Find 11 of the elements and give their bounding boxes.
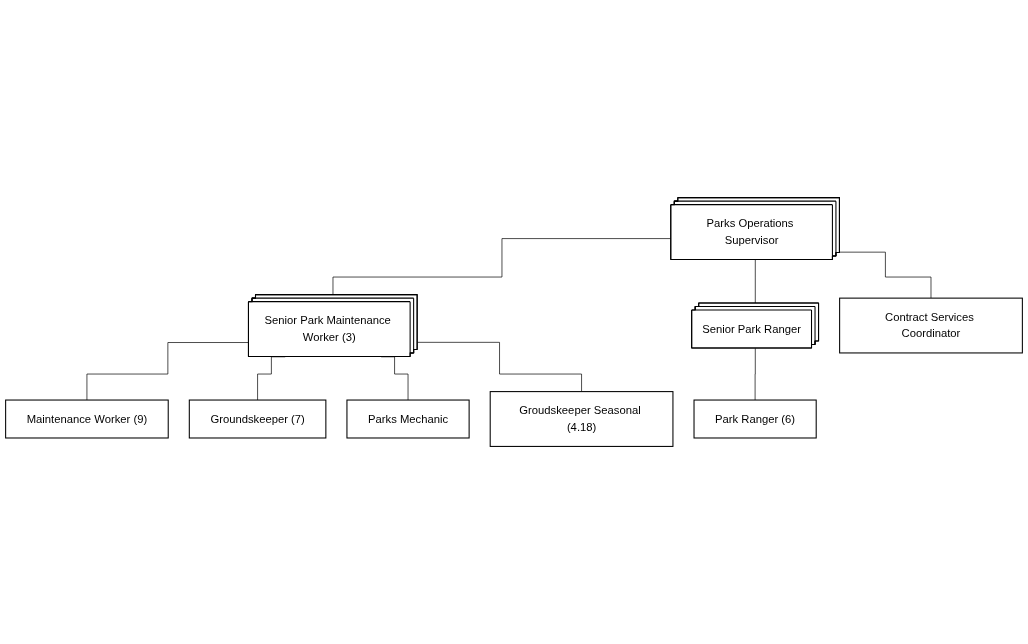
- connector: [417, 341, 582, 392]
- connector: [754, 348, 756, 401]
- connector: [86, 342, 250, 401]
- connector: [754, 259, 756, 304]
- node-box: Contract Services Coordinator: [839, 297, 1023, 354]
- node-box: Maintenance Worker (9): [5, 399, 169, 439]
- node-box: Groudskeeper Seasonal (4.18): [489, 391, 674, 447]
- node-box: Groundskeeper (7): [188, 399, 327, 439]
- node-box: Parks Mechanic: [346, 399, 470, 439]
- connector: [839, 251, 932, 299]
- node-box: Park Ranger (6): [693, 399, 817, 439]
